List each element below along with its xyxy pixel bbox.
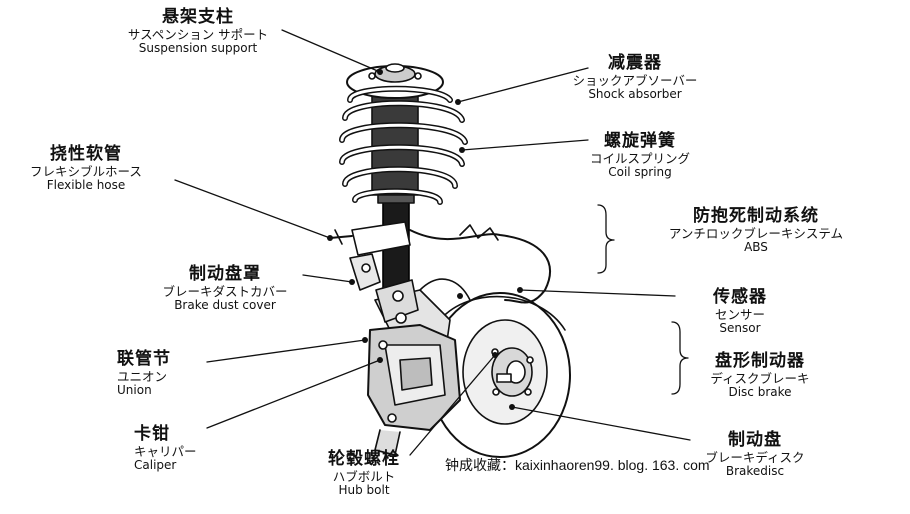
disc-brake-en: Disc brake — [728, 384, 792, 399]
abs-brace — [597, 204, 615, 274]
shock-absorber-ja: ショックアブソーバー — [572, 72, 698, 88]
brake-dust-cover-ja: ブレーキダストカバー — [162, 283, 288, 299]
label-shock-absorber: 减震器 ショックアブソーバー Shock absorber — [560, 53, 710, 102]
caliper-illustration — [367, 324, 461, 456]
label-hub-bolt: 轮毂螺栓 ハブボルト Hub bolt — [304, 449, 424, 498]
label-abs: 防抱死制动系统 アンチロックブレーキシステム ABS — [628, 206, 884, 255]
abs-wire-illustration — [329, 224, 551, 304]
flexible-hose-zh: 挠性软管 — [50, 144, 122, 164]
leader-shock-absorber — [457, 67, 589, 103]
hub-bolt-zh: 轮毂螺栓 — [328, 449, 400, 469]
hub-bolt-illustration — [496, 373, 512, 383]
leader-brake-dust-cover — [302, 274, 353, 283]
label-caliper: 卡钳 キャリパー Caliper — [134, 424, 244, 473]
disc-brake-zh: 盘形制动器 — [715, 351, 805, 371]
label-disc-brake: 盘形制动器 ディスクブレーキ Disc brake — [690, 351, 830, 400]
hub-bolt-ja: ハブボルト — [332, 468, 396, 484]
leader-lines — [174, 29, 691, 456]
caliper-ja: キャリパー — [134, 443, 197, 459]
label-sensor: 传感器 センサー Sensor — [680, 287, 800, 336]
label-flexible-hose: 挠性软管 フレキシブルホース Flexible hose — [6, 144, 166, 193]
leader-suspension-support — [281, 29, 381, 73]
coil-spring-en: Coil spring — [608, 164, 672, 179]
suspension-support-ja: サスペンション サポート — [127, 26, 269, 42]
shock-absorber-zh: 减震器 — [608, 53, 662, 73]
brakedisc-zh: 制动盘 — [728, 430, 782, 450]
sensor-zh: 传感器 — [713, 287, 767, 307]
leader-hub-bolt — [409, 354, 496, 456]
sensor-en: Sensor — [719, 320, 761, 335]
brakedisc-ja: ブレーキディスク — [705, 449, 805, 465]
brake-dust-cover-zh: 制动盘罩 — [189, 264, 261, 284]
sensor-ja: センサー — [714, 306, 765, 322]
leader-coil-spring — [461, 139, 589, 151]
coil-spring-illustration — [339, 63, 468, 205]
label-brake-dust-cover: 制动盘罩 ブレーキダストカバー Brake dust cover — [135, 264, 315, 313]
flexible-hose-ja: フレキシブルホース — [30, 163, 142, 179]
brake-dust-cover-en: Brake dust cover — [174, 297, 276, 312]
leader-union — [206, 339, 366, 363]
brakedisc-en: Brakedisc — [725, 463, 785, 478]
union-ja: ユニオン — [117, 368, 168, 384]
label-brakedisc: 制动盘 ブレーキディスク Brakedisc — [680, 430, 830, 479]
abs-ja: アンチロックブレーキシステム — [668, 225, 844, 241]
leader-caliper — [206, 359, 381, 429]
caliper-zh: 卡钳 — [134, 424, 170, 444]
coil-spring-zh: 螺旋弹簧 — [604, 131, 676, 151]
abs-en: ABS — [744, 239, 768, 254]
flexible-hose-en: Flexible hose — [46, 177, 126, 192]
hub-bolt-en: Hub bolt — [338, 482, 390, 497]
union-en: Union — [117, 382, 152, 397]
watermark-text: 钟成收藏：kaixinhaoren99. blog. 163. com — [445, 457, 710, 473]
disc-brake-ja: ディスクブレーキ — [710, 370, 810, 386]
label-coil-spring: 螺旋弹簧 コイルスプリング Coil spring — [570, 131, 710, 180]
label-suspension-support: 悬架支柱 サスペンション サポート Suspension support — [108, 7, 288, 56]
leader-flexible-hose — [174, 179, 331, 239]
suspension-support-zh: 悬架支柱 — [162, 7, 234, 27]
suspension-support-en: Suspension support — [138, 40, 258, 55]
coil-spring-ja: コイルスプリング — [589, 150, 690, 166]
caliper-en: Caliper — [134, 457, 177, 472]
union-zh: 联管节 — [117, 349, 171, 369]
leader-sensor — [519, 289, 676, 297]
disc-brake-brace — [671, 321, 689, 395]
leader-brakedisc — [511, 406, 691, 441]
strut-illustration — [349, 184, 419, 324]
shock-absorber-en: Shock absorber — [588, 86, 682, 101]
label-union: 联管节 ユニオン Union — [117, 349, 227, 398]
abs-zh: 防抱死制动系统 — [693, 206, 819, 226]
